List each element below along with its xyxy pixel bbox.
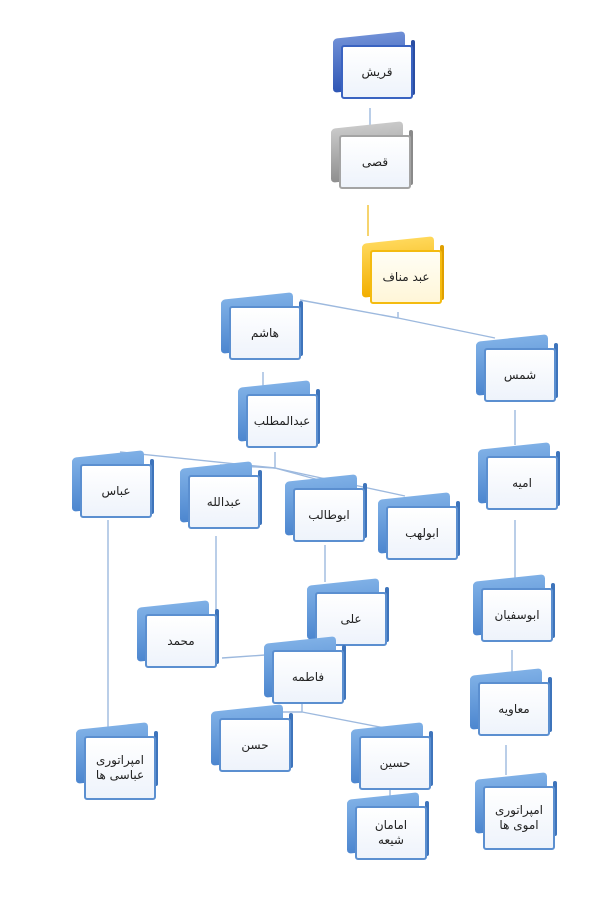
connector-muhammad-fatima (221, 654, 266, 659)
node-husayn: حسین (351, 722, 433, 790)
node-abd-manaf: عبد مناف (362, 236, 444, 304)
node-abdullah: عبدالله (180, 461, 262, 529)
node-label: امیه (486, 456, 558, 510)
node-shams: شمس (476, 334, 558, 402)
node-muhammad: محمد (137, 600, 219, 668)
node-label: حسن (219, 718, 291, 772)
node-label: ابوطالب (293, 488, 365, 542)
node-fatima: فاطمه (264, 636, 346, 704)
node-hasan: حسن (211, 704, 293, 772)
node-label: امامان شیعه (355, 806, 427, 860)
node-abu-sufyan: ابوسفیان (473, 574, 555, 642)
node-abbas: عباس (72, 450, 154, 518)
connector-abdmanaf-hashim (299, 299, 399, 319)
node-label: هاشم (229, 306, 301, 360)
node-label: امپراتوری اموی ها (483, 786, 555, 850)
node-label: فاطمه (272, 650, 344, 704)
node-label: محمد (145, 614, 217, 668)
node-qusay: قصی (331, 121, 413, 189)
node-quraysh: قریش (333, 31, 415, 99)
node-abu-lahab: ابولهب (378, 492, 460, 560)
node-label: ابوسفیان (481, 588, 553, 642)
node-abbasid-empire: امپراتوری عباسی ها (76, 722, 158, 800)
node-ali: علی (307, 578, 389, 646)
node-label: شمس (484, 348, 556, 402)
node-abdul-muttalib: عبدالمطلب (238, 380, 320, 448)
node-label: عبد مناف (370, 250, 442, 304)
node-label: عباس (80, 464, 152, 518)
node-label: ابولهب (386, 506, 458, 560)
node-hashim: هاشم (221, 292, 303, 360)
node-label: امپراتوری عباسی ها (84, 736, 156, 800)
node-muawiya: معاویه (470, 668, 552, 736)
node-umayyad-empire: امپراتوری اموی ها (475, 772, 557, 850)
node-shia-imams: امامان شیعه (347, 792, 429, 860)
node-label: حسین (359, 736, 431, 790)
node-label: قصی (339, 135, 411, 189)
node-umayya: امیه (478, 442, 560, 510)
connector-sons-husayn (301, 711, 386, 729)
connector-abdmanaf-shams (397, 317, 496, 339)
node-label: عبدالله (188, 475, 260, 529)
node-label: معاویه (478, 682, 550, 736)
node-label: عبدالمطلب (246, 394, 318, 448)
node-abu-talib: ابوطالب (285, 474, 367, 542)
node-label: قریش (341, 45, 413, 99)
